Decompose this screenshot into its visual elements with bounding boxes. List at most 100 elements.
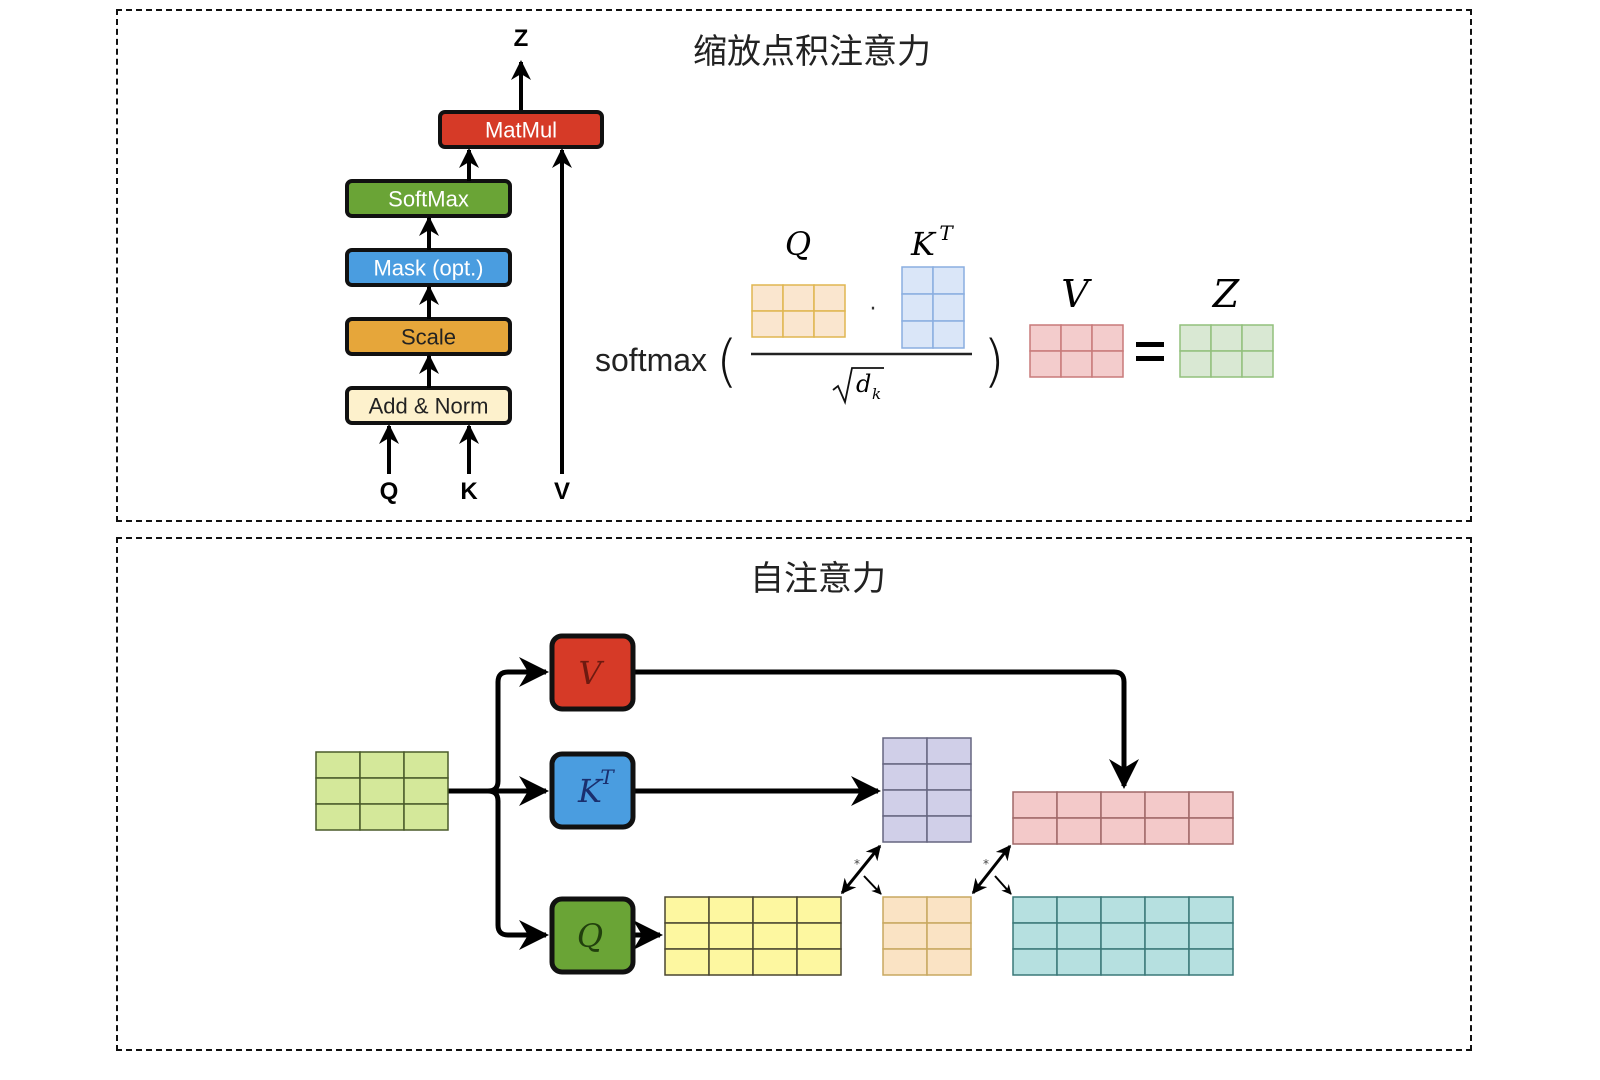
queries-matrix-cell [708, 896, 754, 924]
values-matrix-cell [1012, 817, 1058, 845]
formula-v-matrix-cell [1060, 324, 1093, 352]
output-matrix-cell [1188, 896, 1234, 924]
output-matrix-cell [1056, 896, 1102, 924]
formula-v-matrix-cell [1091, 324, 1124, 352]
formula-z-matrix-cell [1241, 350, 1274, 378]
keys-matrix-cell [882, 763, 928, 791]
output-matrix-cell [1012, 896, 1058, 924]
queries-matrix-cell [708, 948, 754, 976]
output-matrix-cell [1100, 922, 1146, 950]
formula-kt-matrix-cell [932, 293, 965, 322]
input-embedding-matrix-cell [359, 751, 405, 779]
input-embedding-matrix-cell [359, 777, 405, 805]
input-embedding-matrix-cell [403, 751, 449, 779]
arrow-input-to-v [447, 657, 549, 794]
open-paren: ( [716, 329, 738, 394]
formula-v-matrix-cell [1060, 350, 1093, 378]
node-kt: KT [549, 751, 636, 830]
equals-sign-bottom [1136, 356, 1164, 361]
denominator-d: d [856, 370, 871, 398]
formula-z-label: Z [1212, 272, 1240, 316]
node-kt-shape [549, 751, 636, 830]
softmax-block-label: SoftMax [388, 187, 469, 212]
input-label-q: Q [380, 478, 399, 505]
dot-operator: · [870, 297, 877, 322]
formula-q-matrix-cell [782, 284, 815, 312]
multiply-symbol-1: * [854, 857, 860, 871]
scores-matrix-cell [882, 922, 928, 950]
queries-matrix-cell [752, 922, 798, 950]
input-embedding-matrix [315, 751, 449, 831]
result-arrow-output [994, 875, 1012, 895]
node-q: Q [549, 896, 636, 975]
node-v-shape [549, 633, 636, 712]
sqrt-icon [832, 367, 884, 405]
multiply-symbol-2: * [983, 857, 989, 871]
input-embedding-matrix-cell [315, 777, 361, 805]
output-matrix-cell [1012, 948, 1058, 976]
values-matrix-cell [1056, 817, 1102, 845]
node-q-label: Q [577, 917, 603, 955]
close-paren: ) [983, 329, 1005, 394]
values-matrix-cell [1188, 817, 1234, 845]
output-matrix-cell [1056, 948, 1102, 976]
scale-block-label: Scale [401, 325, 456, 350]
top-panel-title: 缩放点积注意力 [693, 32, 931, 72]
keys-matrix-cell [926, 737, 972, 765]
formula-q-matrix-cell [813, 284, 846, 312]
output-matrix-cell [1100, 896, 1146, 924]
multiply-arrow-scores-v [971, 844, 1012, 895]
node-v-label: V [578, 654, 604, 692]
keys-matrix-cell [882, 737, 928, 765]
queries-matrix-cell [664, 896, 710, 924]
keys-matrix-cell [926, 763, 972, 791]
flow-output-label: Z [514, 25, 529, 52]
node-v: V [549, 633, 636, 712]
formula-z-matrix-cell [1241, 324, 1274, 352]
input-embedding-matrix-cell [403, 777, 449, 805]
output-matrix-cell [1144, 922, 1190, 950]
formula-k-label: K [910, 225, 937, 263]
softmax-label: softmax [595, 342, 707, 378]
scores-matrix-cell [926, 922, 972, 950]
formula-v-matrix-cell [1029, 350, 1062, 378]
formula-z-matrix-cell [1210, 350, 1243, 378]
output-matrix [1012, 896, 1234, 976]
scaled-dot-product-attention-panel [116, 9, 1472, 522]
output-matrix-cell [1012, 922, 1058, 950]
formula-q-matrix [751, 284, 846, 338]
queries-matrix-cell [796, 896, 842, 924]
formula-q-matrix-cell [751, 284, 784, 312]
node-q-shape [549, 896, 636, 975]
mask-block-label: Mask (opt.) [373, 256, 483, 281]
values-matrix-cell [1056, 791, 1102, 819]
queries-matrix-cell [752, 948, 798, 976]
result-arrow-scores [863, 875, 882, 895]
values-matrix-cell [1144, 817, 1190, 845]
formula-kt-matrix-cell [932, 320, 965, 349]
scale-block: Scale [345, 317, 512, 356]
attention-formula: softmax ( ) Q K T · d k V Z [595, 221, 1274, 405]
node-kt-label: K [577, 772, 604, 810]
queries-matrix-cell [664, 922, 710, 950]
input-embedding-matrix-cell [315, 803, 361, 831]
formula-z-matrix-cell [1179, 324, 1212, 352]
scores-matrix-cell [882, 948, 928, 976]
formula-v-matrix [1029, 324, 1124, 378]
equals-sign-top [1136, 342, 1164, 347]
scores-matrix-cell [926, 948, 972, 976]
matmul-block-label: MatMul [485, 118, 557, 143]
keys-matrix [882, 737, 972, 843]
formula-z-matrix-cell [1210, 324, 1243, 352]
formula-kt-matrix-cell [901, 266, 934, 295]
queries-matrix-cell [796, 922, 842, 950]
queries-matrix [664, 896, 842, 976]
values-matrix-cell [1100, 791, 1146, 819]
queries-matrix-cell [796, 948, 842, 976]
arrow-input-to-q [487, 788, 549, 950]
mask-block: Mask (opt.) [345, 248, 512, 287]
softmax-block: SoftMax [345, 179, 512, 218]
formula-kt-matrix [901, 266, 965, 349]
